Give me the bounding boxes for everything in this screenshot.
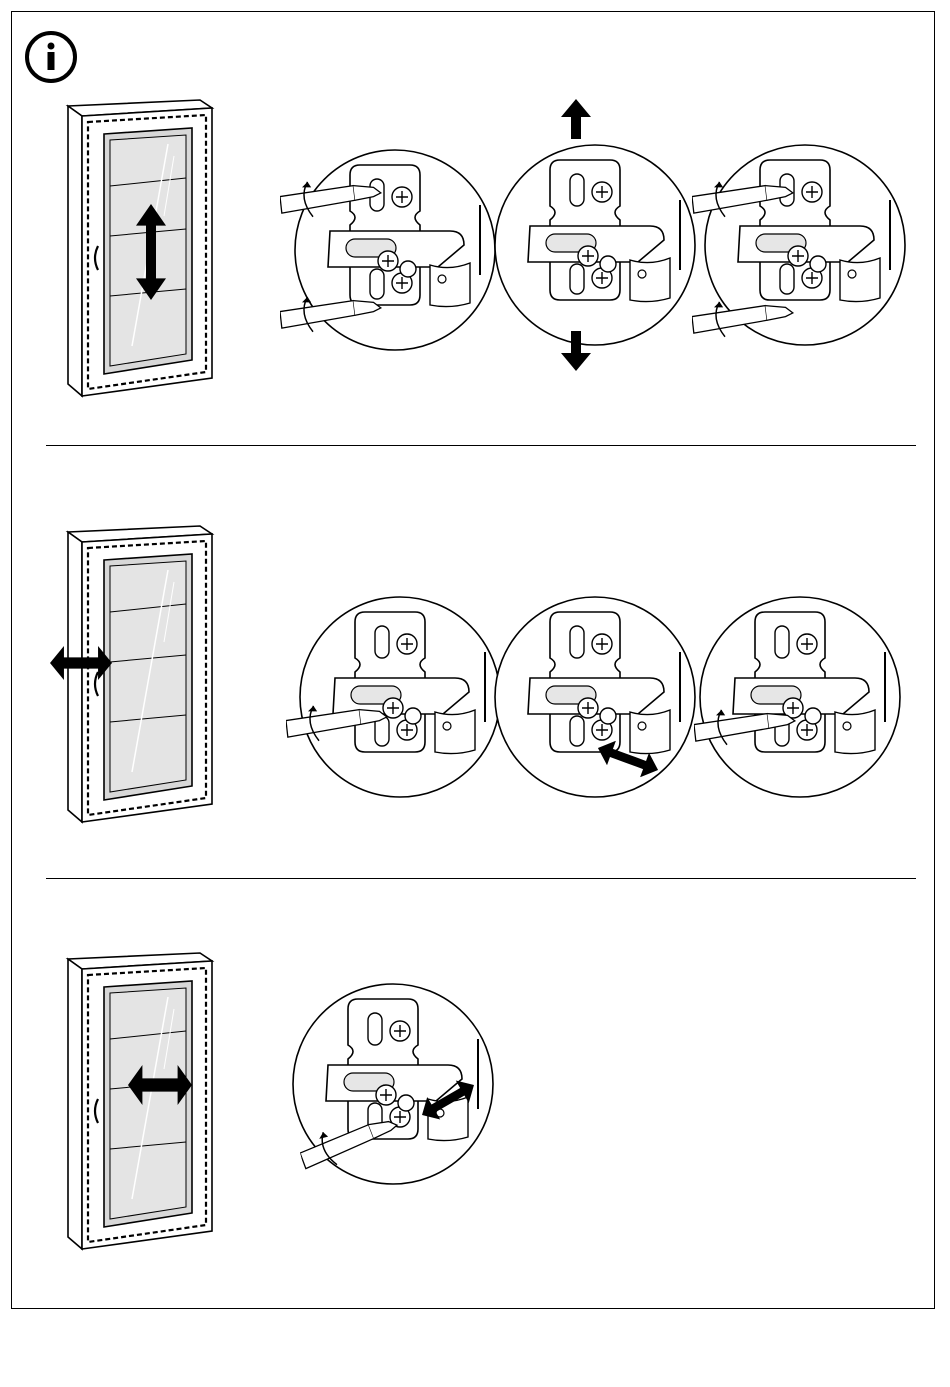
- screwdriver-icon: [280, 295, 390, 341]
- step-height-adjustment: [0, 0, 950, 445]
- hinge-detail-2: [490, 140, 700, 350]
- screwdriver-icon: [694, 708, 804, 754]
- arrow-down-icon: [561, 330, 591, 372]
- horizontal-double-arrow-icon: [50, 646, 112, 680]
- step-side-adjustment: [0, 879, 950, 1309]
- step-depth-adjustment: [0, 446, 950, 878]
- screwdriver-icon: [280, 180, 390, 226]
- horizontal-double-arrow-icon: [128, 1065, 192, 1105]
- screwdriver-icon: [692, 300, 802, 346]
- screwdriver-icon: [286, 704, 396, 750]
- hinge-detail-1: [295, 592, 505, 802]
- arrow-up-icon: [561, 98, 591, 140]
- screwdriver-icon: [692, 180, 802, 226]
- hinge-detail-3: [695, 592, 905, 802]
- hinge-detail-2: [490, 592, 700, 802]
- vertical-double-arrow-icon: [136, 204, 166, 300]
